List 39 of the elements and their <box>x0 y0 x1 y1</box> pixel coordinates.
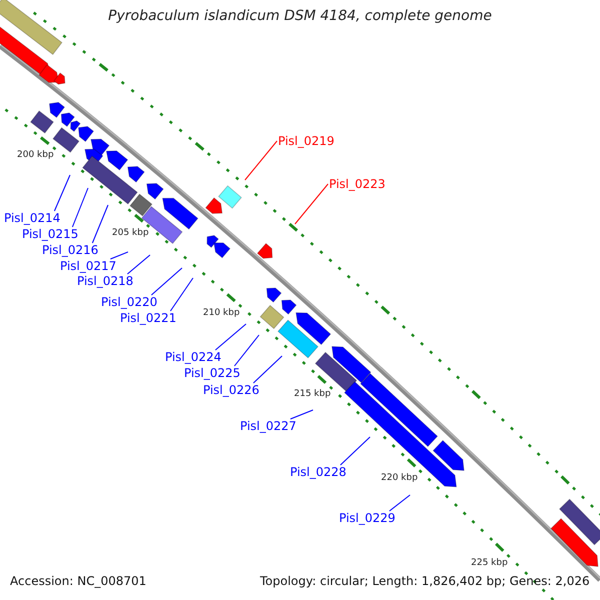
leader-line <box>234 334 260 366</box>
gene-label: Pisl_0220 <box>101 296 158 308</box>
gene-label: Pisl_0225 <box>184 367 240 379</box>
leader-line <box>252 356 282 384</box>
leader-line <box>54 174 70 212</box>
gene-label: Pisl_0215 <box>22 228 78 240</box>
leader-line <box>92 204 108 244</box>
gene-label: Pisl_0228 <box>290 466 346 478</box>
gene-label: Pisl_0227 <box>240 420 296 432</box>
leader-line <box>72 188 88 228</box>
leader-line <box>294 184 328 224</box>
gene-label: Pisl_0219 <box>278 135 334 147</box>
gene-label: Pisl_0229 <box>339 512 396 524</box>
leader-line <box>150 268 182 296</box>
gene-label: Pisl_0224 <box>165 351 222 363</box>
leader-line <box>340 436 370 466</box>
scale-label: 210 kbp <box>203 309 240 318</box>
leader-line <box>388 494 410 512</box>
leader-line <box>110 252 128 260</box>
gene-label: Pisl_0221 <box>120 312 176 324</box>
scale-label: 225 kbp <box>471 559 508 568</box>
scale-label: 200 kbp <box>17 151 54 160</box>
leader-line <box>244 140 278 180</box>
gene-label: Pisl_0214 <box>4 212 60 224</box>
gene-label: Pisl_0223 <box>329 178 386 190</box>
leader-line <box>126 254 150 274</box>
gene-label: Pisl_0216 <box>42 244 98 256</box>
footer-text: Topology: circular; Length: 1,826,402 bp; Genes: 2,026 <box>260 575 590 587</box>
scale-label: 215 kbp <box>294 390 331 399</box>
scale-label: 205 kbp <box>112 229 149 238</box>
leader-line <box>214 324 246 350</box>
diagram-title: Pyrobaculum islandicum DSM 4184, complete genome <box>107 9 493 23</box>
gene-label: Pisl_0217 <box>60 260 116 272</box>
leader-line <box>170 278 194 312</box>
scale-label: 220 kbp <box>381 474 418 483</box>
leader-line <box>290 410 314 420</box>
gene-label: Pisl_0226 <box>203 384 260 396</box>
footer-text: Accession: NC_008701 <box>10 575 146 587</box>
gene-label: Pisl_0218 <box>77 275 134 287</box>
